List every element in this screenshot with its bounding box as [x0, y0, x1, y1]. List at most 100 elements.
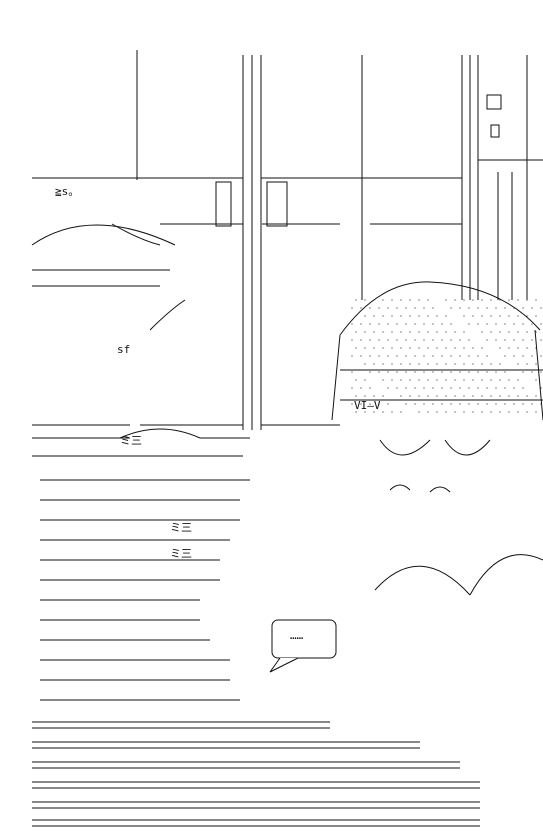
- shade-dot: [459, 371, 461, 373]
- shade-dot: [355, 315, 357, 317]
- shade-dot: [495, 323, 497, 325]
- shade-dot: [486, 403, 488, 405]
- shade-dot: [364, 331, 366, 333]
- shade-dot: [387, 387, 389, 389]
- shade-dot: [364, 411, 366, 413]
- shade-dot: [445, 379, 447, 381]
- shade-dot: [508, 411, 510, 413]
- shade-dot: [540, 355, 542, 357]
- shade-dot: [382, 331, 384, 333]
- shade-dot: [490, 331, 492, 333]
- shade-dot: [486, 339, 488, 341]
- shade-dot: [499, 363, 501, 365]
- shade-dot: [445, 363, 447, 365]
- shade-dot: [472, 315, 474, 317]
- shade-dot: [427, 379, 429, 381]
- shade-dot: [391, 331, 393, 333]
- bottom-hatching: [32, 721, 480, 827]
- shade-dot: [382, 347, 384, 349]
- shade-dot: [463, 347, 465, 349]
- shade-dot: [400, 363, 402, 365]
- shade-dot: [445, 347, 447, 349]
- shade-dot: [432, 387, 434, 389]
- shade-dot: [499, 331, 501, 333]
- shade-dot: [364, 347, 366, 349]
- shade-dot: [468, 307, 470, 309]
- shade-dot: [414, 339, 416, 341]
- shade-dot: [481, 315, 483, 317]
- speech-bubble: [269, 619, 337, 673]
- shade-dot: [459, 403, 461, 405]
- shade-dot: [409, 299, 411, 301]
- shade-dot: [400, 331, 402, 333]
- shade-dot: [423, 355, 425, 357]
- shade-dot: [468, 339, 470, 341]
- shade-dot: [450, 387, 452, 389]
- shade-dot: [351, 371, 353, 373]
- shade-dot: [364, 395, 366, 397]
- shade-dot: [423, 307, 425, 309]
- shade-dot: [472, 347, 474, 349]
- shade-dot: [508, 299, 510, 301]
- shade-dot: [364, 315, 366, 317]
- shade-dot: [432, 403, 434, 405]
- shade-dot: [351, 323, 353, 325]
- shade-dot: [504, 307, 506, 309]
- shade-dot: [373, 363, 375, 365]
- shade-dot: [432, 339, 434, 341]
- shade-dot: [355, 411, 357, 413]
- shade-dot: [423, 403, 425, 405]
- shade-dot: [504, 323, 506, 325]
- shade-dot: [508, 395, 510, 397]
- shade-dot: [517, 395, 519, 397]
- shade-dot: [414, 307, 416, 309]
- shade-dot: [504, 339, 506, 341]
- shade-dot: [481, 363, 483, 365]
- shade-dot: [486, 371, 488, 373]
- shade-dot: [504, 403, 506, 405]
- shade-dot: [472, 379, 474, 381]
- shade-dot: [522, 387, 524, 389]
- shade-dot: [405, 387, 407, 389]
- shade-dot: [400, 379, 402, 381]
- shade-dot: [418, 315, 420, 317]
- dome-figure: [331, 281, 543, 596]
- shade-dot: [454, 347, 456, 349]
- shade-dot: [499, 379, 501, 381]
- shade-dot: [513, 403, 515, 405]
- shade-dot: [409, 363, 411, 365]
- shade-dot: [526, 299, 528, 301]
- shade-dot: [391, 315, 393, 317]
- left-swoops: [31, 223, 186, 331]
- shade-dot: [486, 355, 488, 357]
- shade-dot: [436, 347, 438, 349]
- shade-dot: [463, 299, 465, 301]
- shade-dot: [504, 371, 506, 373]
- shade-dot: [360, 323, 362, 325]
- shade-dot: [454, 395, 456, 397]
- shade-dot: [495, 339, 497, 341]
- shade-dot: [396, 355, 398, 357]
- shade-dot: [391, 411, 393, 413]
- shade-dot: [423, 323, 425, 325]
- shade-dot: [387, 339, 389, 341]
- shade-dot: [355, 347, 357, 349]
- shade-dot: [427, 395, 429, 397]
- shade-dot: [499, 347, 501, 349]
- shade-dot: [387, 371, 389, 373]
- shade-dot: [369, 339, 371, 341]
- shade-dot: [526, 395, 528, 397]
- shade-dot: [405, 371, 407, 373]
- shade-dot: [378, 355, 380, 357]
- left-text-b: ミ三: [170, 521, 192, 534]
- shade-dot: [490, 315, 492, 317]
- shade-dot: [364, 379, 366, 381]
- shade-dot: [508, 315, 510, 317]
- shade-dot: [463, 411, 465, 413]
- shade-dot: [436, 331, 438, 333]
- shade-dot: [459, 355, 461, 357]
- shade-dot: [508, 347, 510, 349]
- shade-dot: [427, 331, 429, 333]
- shade-dot: [499, 315, 501, 317]
- shade-dot: [513, 387, 515, 389]
